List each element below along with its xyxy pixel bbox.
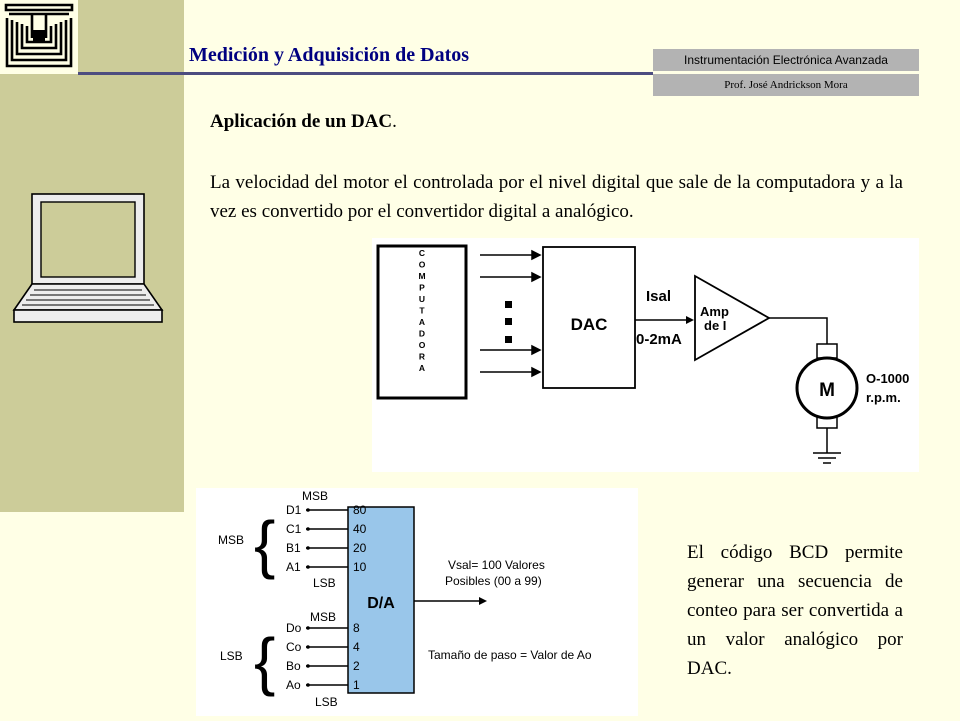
- bcd-weight-label: 20: [353, 541, 367, 555]
- ground-icon: [813, 452, 841, 464]
- bcd-input-node: [306, 508, 310, 512]
- speed-label-line1: O-1000: [866, 371, 909, 386]
- lsb-mid-label: LSB: [313, 576, 336, 590]
- computer-letter: O: [419, 260, 426, 270]
- isal-label: Isal: [646, 288, 671, 305]
- computer-letter: M: [418, 271, 425, 281]
- bcd-input-label: C1: [286, 522, 302, 536]
- bcd-input-node: [306, 683, 310, 687]
- bcd-input-label: B1: [286, 541, 301, 555]
- bcd-input-node: [306, 645, 310, 649]
- computer-letter: A: [419, 363, 425, 373]
- professor-badge: Prof. José Andrickson Mora: [653, 74, 919, 96]
- bcd-input-node: [306, 664, 310, 668]
- lsb-group-label: LSB: [220, 649, 243, 663]
- vsal-label-line2: Posibles (00 a 99): [445, 574, 542, 588]
- dac-label: DAC: [571, 315, 608, 334]
- institution-logo-icon: [4, 3, 74, 68]
- bcd-weight-label: 4: [353, 640, 360, 654]
- computer-letter: U: [419, 294, 425, 304]
- computer-letter: O: [419, 340, 426, 350]
- bcd-note: El código BCD permite generar una secuen…: [687, 542, 903, 679]
- computer-letter: R: [419, 352, 425, 362]
- lsb-brace: {: [254, 625, 275, 697]
- motor-label: M: [819, 380, 835, 401]
- range-label: 0-2mA: [636, 331, 682, 348]
- computer-letter: P: [419, 283, 425, 293]
- bcd-input-node: [306, 626, 310, 630]
- bcd-input-label: Ao: [286, 678, 301, 692]
- amp-label-line1: Amp: [700, 304, 729, 319]
- lsb-bottom-label: LSB: [315, 695, 338, 709]
- da-block-label: D/A: [367, 595, 395, 612]
- bcd-weight-label: 2: [353, 659, 360, 673]
- section-title: Aplicación de un DAC.: [210, 111, 397, 132]
- bcd-weight-label: 8: [353, 621, 360, 635]
- logo: [0, 0, 78, 74]
- laptop-icon: [12, 193, 164, 323]
- bcd-input-node: [306, 527, 310, 531]
- bcd-input-label: Do: [286, 621, 302, 635]
- computer-letter: T: [419, 306, 425, 316]
- vsal-label-line1: Vsal= 100 Valores: [448, 558, 545, 572]
- bcd-input-label: Bo: [286, 659, 301, 673]
- computer-letter: D: [419, 329, 425, 339]
- bcd-weight-label: 10: [353, 560, 367, 574]
- msb-group-label: MSB: [218, 533, 244, 547]
- msb-mid-label: MSB: [310, 610, 336, 624]
- bcd-weight-label: 40: [353, 522, 367, 536]
- motor-icon: M: [795, 343, 859, 429]
- description-paragraph: La velocidad del motor el controlada por…: [210, 172, 903, 222]
- bcd-input-node: [306, 546, 310, 550]
- bcd-weight-label: 1: [353, 678, 360, 692]
- bcd-input-label: D1: [286, 503, 302, 517]
- computer-letter: A: [419, 317, 425, 327]
- bcd-input-label: Co: [286, 640, 302, 654]
- step-size-label: Tamaño de paso = Valor de Ao: [428, 648, 592, 662]
- bcd-weight-label: 80: [353, 503, 367, 517]
- msb-top-label: MSB: [302, 489, 328, 503]
- msb-brace: {: [254, 508, 275, 580]
- speed-label-line2: r.p.m.: [866, 390, 901, 405]
- bcd-input-label: A1: [286, 560, 301, 574]
- amp-label-line2: de I: [704, 318, 726, 333]
- page-title: Medición y Adquisición de Datos: [189, 44, 470, 66]
- header-underline: [78, 72, 653, 75]
- computer-letter: C: [419, 248, 425, 258]
- course-badge: Instrumentación Electrónica Avanzada: [653, 49, 919, 71]
- bcd-input-node: [306, 565, 310, 569]
